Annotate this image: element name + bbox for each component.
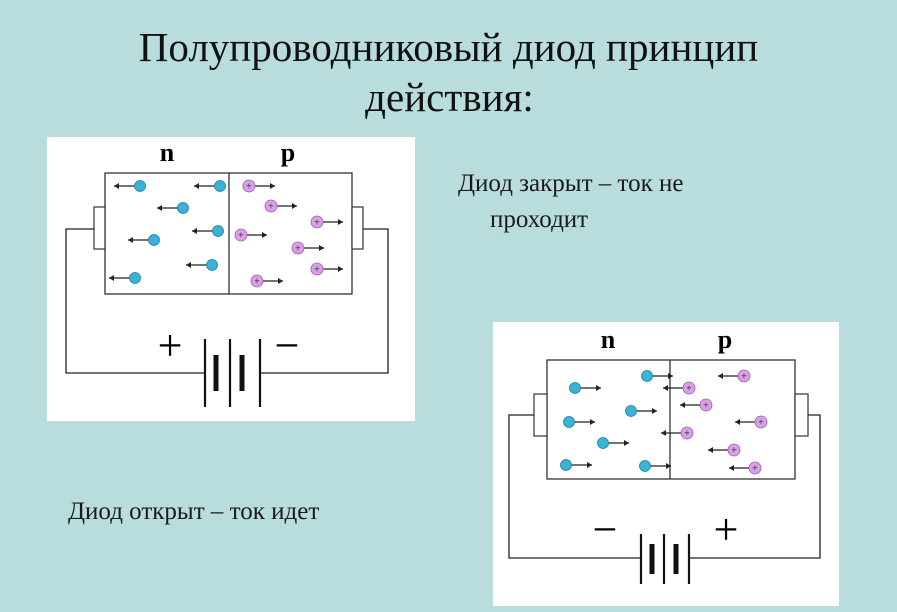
title-line-2: действия: xyxy=(365,74,534,120)
electron xyxy=(157,202,189,214)
svg-text:+: + xyxy=(752,464,758,475)
hole: + xyxy=(291,241,324,255)
hole: + xyxy=(735,415,768,429)
right-wire xyxy=(260,228,389,374)
p-region-label: p xyxy=(281,138,295,167)
svg-text:+: + xyxy=(268,202,274,213)
right-contact xyxy=(351,206,364,250)
svg-text:+: + xyxy=(254,277,260,288)
title-line-1: Полупроводниковый диод принцип xyxy=(138,24,759,70)
hole: + xyxy=(663,381,696,395)
open-diode-caption: Диод открыт – ток идет xyxy=(68,498,320,525)
svg-text:+: + xyxy=(686,384,692,395)
electron xyxy=(641,370,673,382)
left-contact xyxy=(533,393,548,437)
carriers-closed: + + + + + + + xyxy=(109,179,343,288)
hole: + xyxy=(718,369,751,383)
svg-text:+: + xyxy=(684,429,690,440)
n-region-label: n xyxy=(601,325,616,354)
electron xyxy=(109,272,141,284)
electron xyxy=(114,180,146,192)
battery xyxy=(203,339,262,407)
electron xyxy=(128,234,160,246)
hole: + xyxy=(250,274,283,288)
right-contact xyxy=(794,393,809,437)
closed-caption-line-2: проходит xyxy=(490,206,589,233)
hole: + xyxy=(708,443,741,457)
hole: + xyxy=(661,426,694,440)
svg-text:+: + xyxy=(741,372,747,383)
electron xyxy=(569,382,601,394)
electron xyxy=(560,459,592,471)
n-region-label: n xyxy=(160,138,175,167)
electron xyxy=(192,225,224,237)
hole: + xyxy=(242,179,275,193)
hole: + xyxy=(264,199,297,213)
left-wire xyxy=(508,414,641,559)
electron xyxy=(597,437,629,449)
closed-diode-caption: Диод закрыт – ток не проходит xyxy=(458,166,818,238)
left-wire xyxy=(65,228,205,374)
minus-terminal-sign: − xyxy=(275,321,300,370)
hole: + xyxy=(310,262,343,276)
open-diode-svg: n p − + + + + + + + + xyxy=(508,325,821,584)
p-region-label: p xyxy=(718,325,732,354)
left-contact xyxy=(93,206,106,250)
electron xyxy=(563,416,595,428)
slide-title: Полупроводниковый диод принцип действия: xyxy=(0,22,897,122)
svg-text:+: + xyxy=(314,218,320,229)
plus-terminal-sign: + xyxy=(714,505,739,554)
svg-text:+: + xyxy=(314,265,320,276)
battery xyxy=(639,534,691,584)
electron xyxy=(186,259,218,271)
svg-text:+: + xyxy=(246,182,252,193)
hole: + xyxy=(234,228,267,242)
closed-diode-svg: n p + − + + + + + + + xyxy=(65,138,389,407)
svg-text:+: + xyxy=(731,446,737,457)
electron xyxy=(625,405,657,417)
carriers-open: + + + + + + + xyxy=(560,369,768,475)
electron xyxy=(194,180,226,192)
svg-text:+: + xyxy=(295,244,301,255)
electron xyxy=(639,460,671,472)
svg-text:+: + xyxy=(758,418,764,429)
plus-terminal-sign: + xyxy=(158,321,183,370)
open-diode-diagram: n p − + + + + + + + + xyxy=(493,322,839,606)
closed-caption-line-1: Диод закрыт – ток не xyxy=(458,170,684,197)
hole: + xyxy=(310,215,343,229)
hole: + xyxy=(729,461,762,475)
minus-terminal-sign: − xyxy=(593,505,618,554)
svg-text:+: + xyxy=(238,231,244,242)
right-wire xyxy=(689,414,821,559)
svg-text:+: + xyxy=(703,401,709,412)
hole: + xyxy=(680,398,713,412)
closed-diode-diagram: n p + − + + + + + + + xyxy=(47,137,415,421)
semiconductor-body xyxy=(546,359,796,480)
